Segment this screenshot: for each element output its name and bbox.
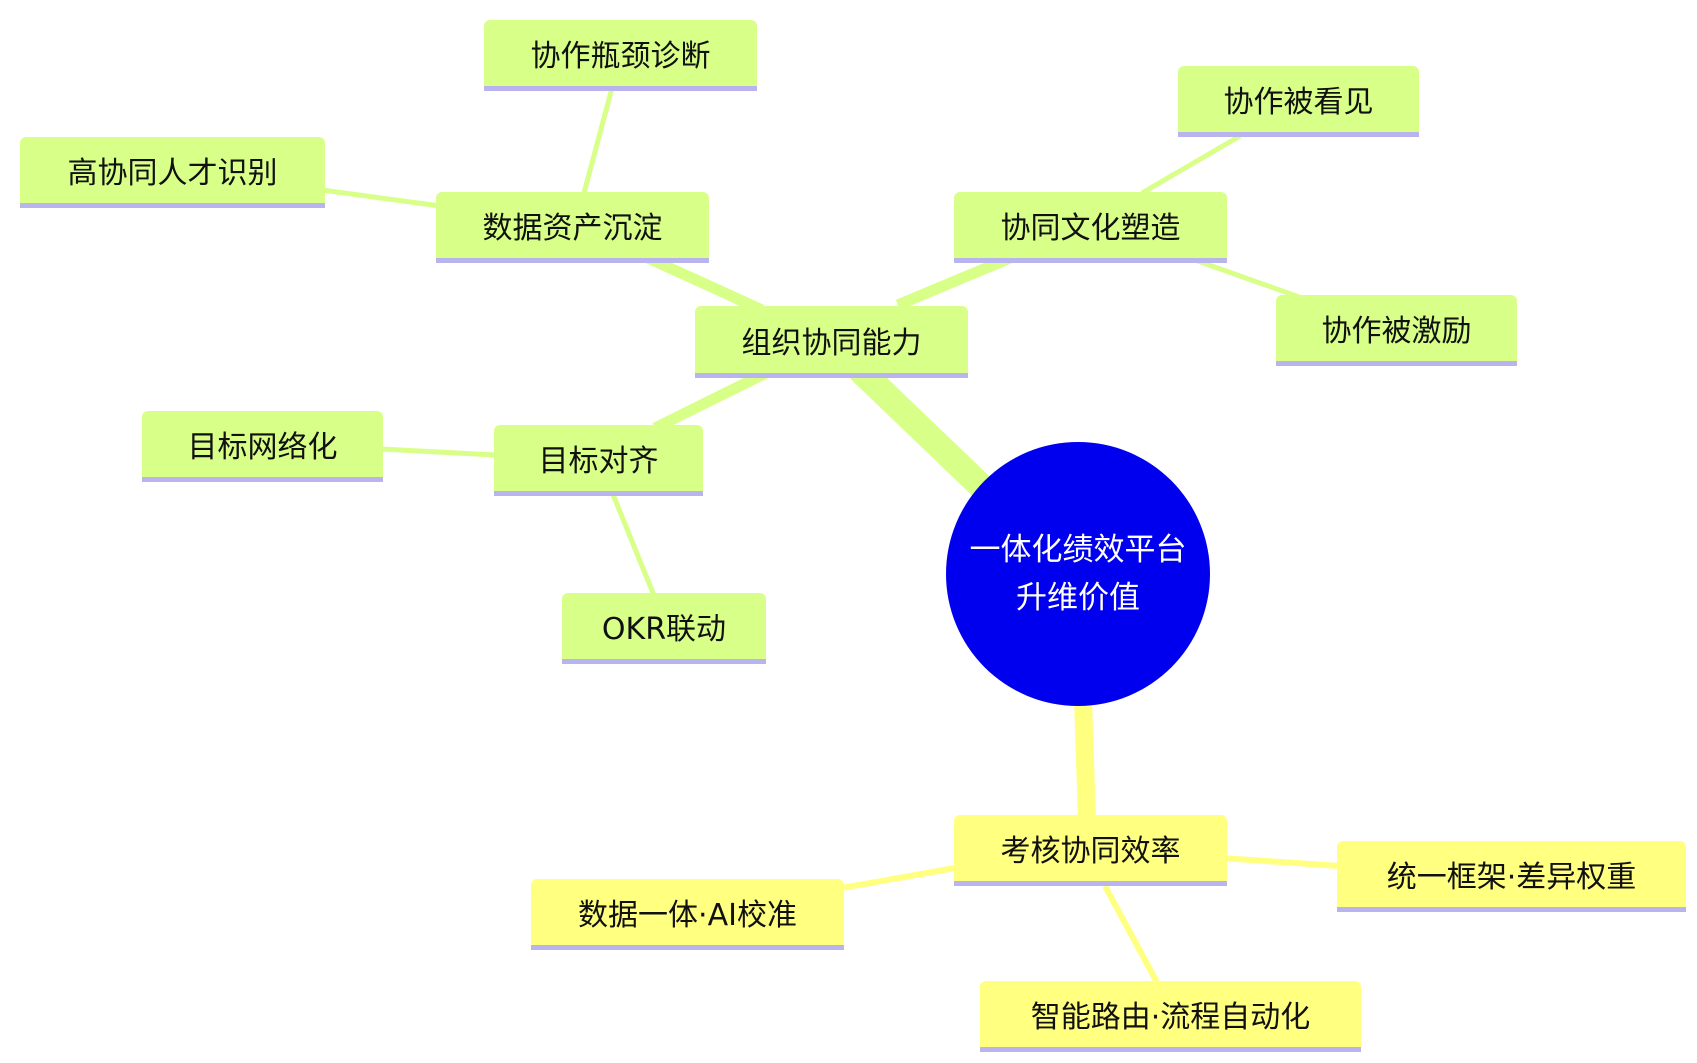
node-okr-link[interactable]: OKR联动: [562, 593, 766, 664]
link-eval-framework: [1221, 855, 1341, 869]
link-eval-data: [841, 865, 956, 891]
link-data-talent: [321, 187, 441, 209]
node-collab-seen[interactable]: 协作被看见: [1178, 66, 1419, 137]
link-culture-incentive: [1194, 257, 1303, 301]
node-smart-routing[interactable]: 智能路由·流程自动化: [980, 981, 1361, 1052]
node-bottleneck-diagnosis[interactable]: 协作瓶颈诊断: [484, 20, 757, 91]
link-org-goal: [652, 367, 771, 433]
link-culture-seen: [1140, 133, 1242, 196]
node-data-asset[interactable]: 数据资产沉淀: [436, 192, 709, 263]
link-data-bottleneck: [581, 87, 615, 194]
node-talent-identification[interactable]: 高协同人才识别: [20, 137, 325, 208]
node-collab-incentive[interactable]: 协作被激励: [1276, 295, 1517, 366]
node-culture[interactable]: 协同文化塑造: [954, 192, 1227, 263]
node-data-ai-calibration[interactable]: 数据一体·AI校准: [531, 879, 844, 950]
root-title-line2: 升维价值: [1016, 580, 1140, 616]
link-org-culture: [895, 252, 1013, 311]
node-org-collaboration[interactable]: 组织协同能力: [695, 306, 968, 378]
node-goal-alignment[interactable]: 目标对齐: [494, 425, 703, 496]
node-goal-network[interactable]: 目标网络化: [142, 411, 383, 482]
link-goal-okr: [609, 491, 658, 599]
root-title-line1: 一体化绩效平台: [969, 532, 1187, 568]
link-root-org: [849, 359, 998, 503]
node-eval-efficiency[interactable]: 考核协同效率: [954, 815, 1227, 886]
link-goal-network: [379, 446, 496, 458]
root-node[interactable]: 一体化绩效平台 升维价值: [946, 442, 1210, 706]
node-unified-framework[interactable]: 统一框架·差异权重: [1337, 841, 1686, 912]
link-org-data-asset: [645, 252, 765, 316]
link-eval-routing: [1102, 884, 1163, 990]
link-root-eval: [1074, 691, 1096, 829]
